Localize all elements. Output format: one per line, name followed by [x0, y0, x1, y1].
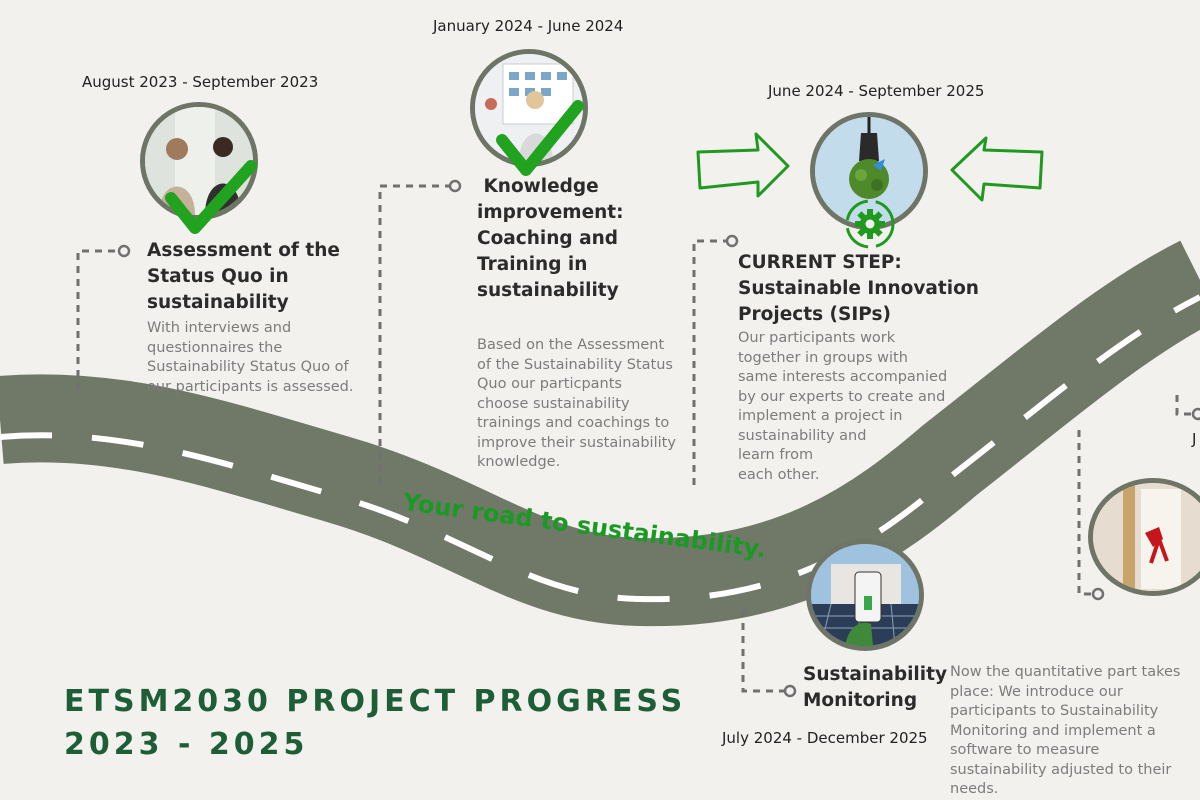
connector-dot: [1093, 589, 1103, 599]
step-4-heading: Sustainability Monitoring: [803, 662, 947, 714]
step-3-heading: CURRENT STEP: Sustainable Innovation Pro…: [738, 250, 979, 328]
step-2-description: Based on the Assessment of the Sustainab…: [477, 336, 676, 473]
gear-icon: [844, 198, 896, 250]
step-6-date-fragment: J: [1192, 430, 1196, 448]
step-3-date: June 2024 - September 2025: [768, 82, 984, 100]
step-3-description: Our participants work together in groups…: [738, 329, 947, 485]
connector-step-3: [694, 241, 728, 485]
connector-dot: [785, 686, 795, 696]
connector-step-5: [1079, 430, 1094, 594]
certificate-scroll-illustration: [1093, 483, 1200, 591]
connector-dot: [727, 236, 737, 246]
step-4-date: July 2024 - December 2025: [722, 729, 928, 747]
checkmark-icon: [496, 100, 584, 178]
arrow-right-icon: [698, 134, 788, 196]
step-1-heading: Assessment of the Status Quo in sustaina…: [147, 238, 340, 316]
connector-step-2: [380, 186, 450, 485]
step-2-heading: Knowledge improvement: Coaching and Trai…: [477, 174, 624, 304]
connector-step-1: [78, 251, 120, 390]
step-1-date: August 2023 - September 2023: [82, 73, 318, 91]
solar-monitoring-illustration: [811, 544, 919, 646]
connector-step-6: [1177, 395, 1194, 414]
step-4-description: Now the quantitative part takes place: W…: [950, 663, 1180, 800]
connector-step-4: [743, 610, 786, 691]
step-1-description: With interviews and questionnaires the S…: [147, 319, 353, 397]
connector-dot: [119, 246, 129, 256]
connector-dot: [450, 181, 460, 191]
page-title: ETSM2030 PROJECT PROGRESS 2023 - 2025: [64, 680, 686, 766]
checkmark-icon: [165, 160, 257, 236]
connector-dot: [1193, 409, 1200, 419]
arrow-left-icon: [952, 138, 1042, 200]
step-2-date: January 2024 - June 2024: [433, 17, 623, 35]
step-4-photo: [806, 539, 924, 651]
